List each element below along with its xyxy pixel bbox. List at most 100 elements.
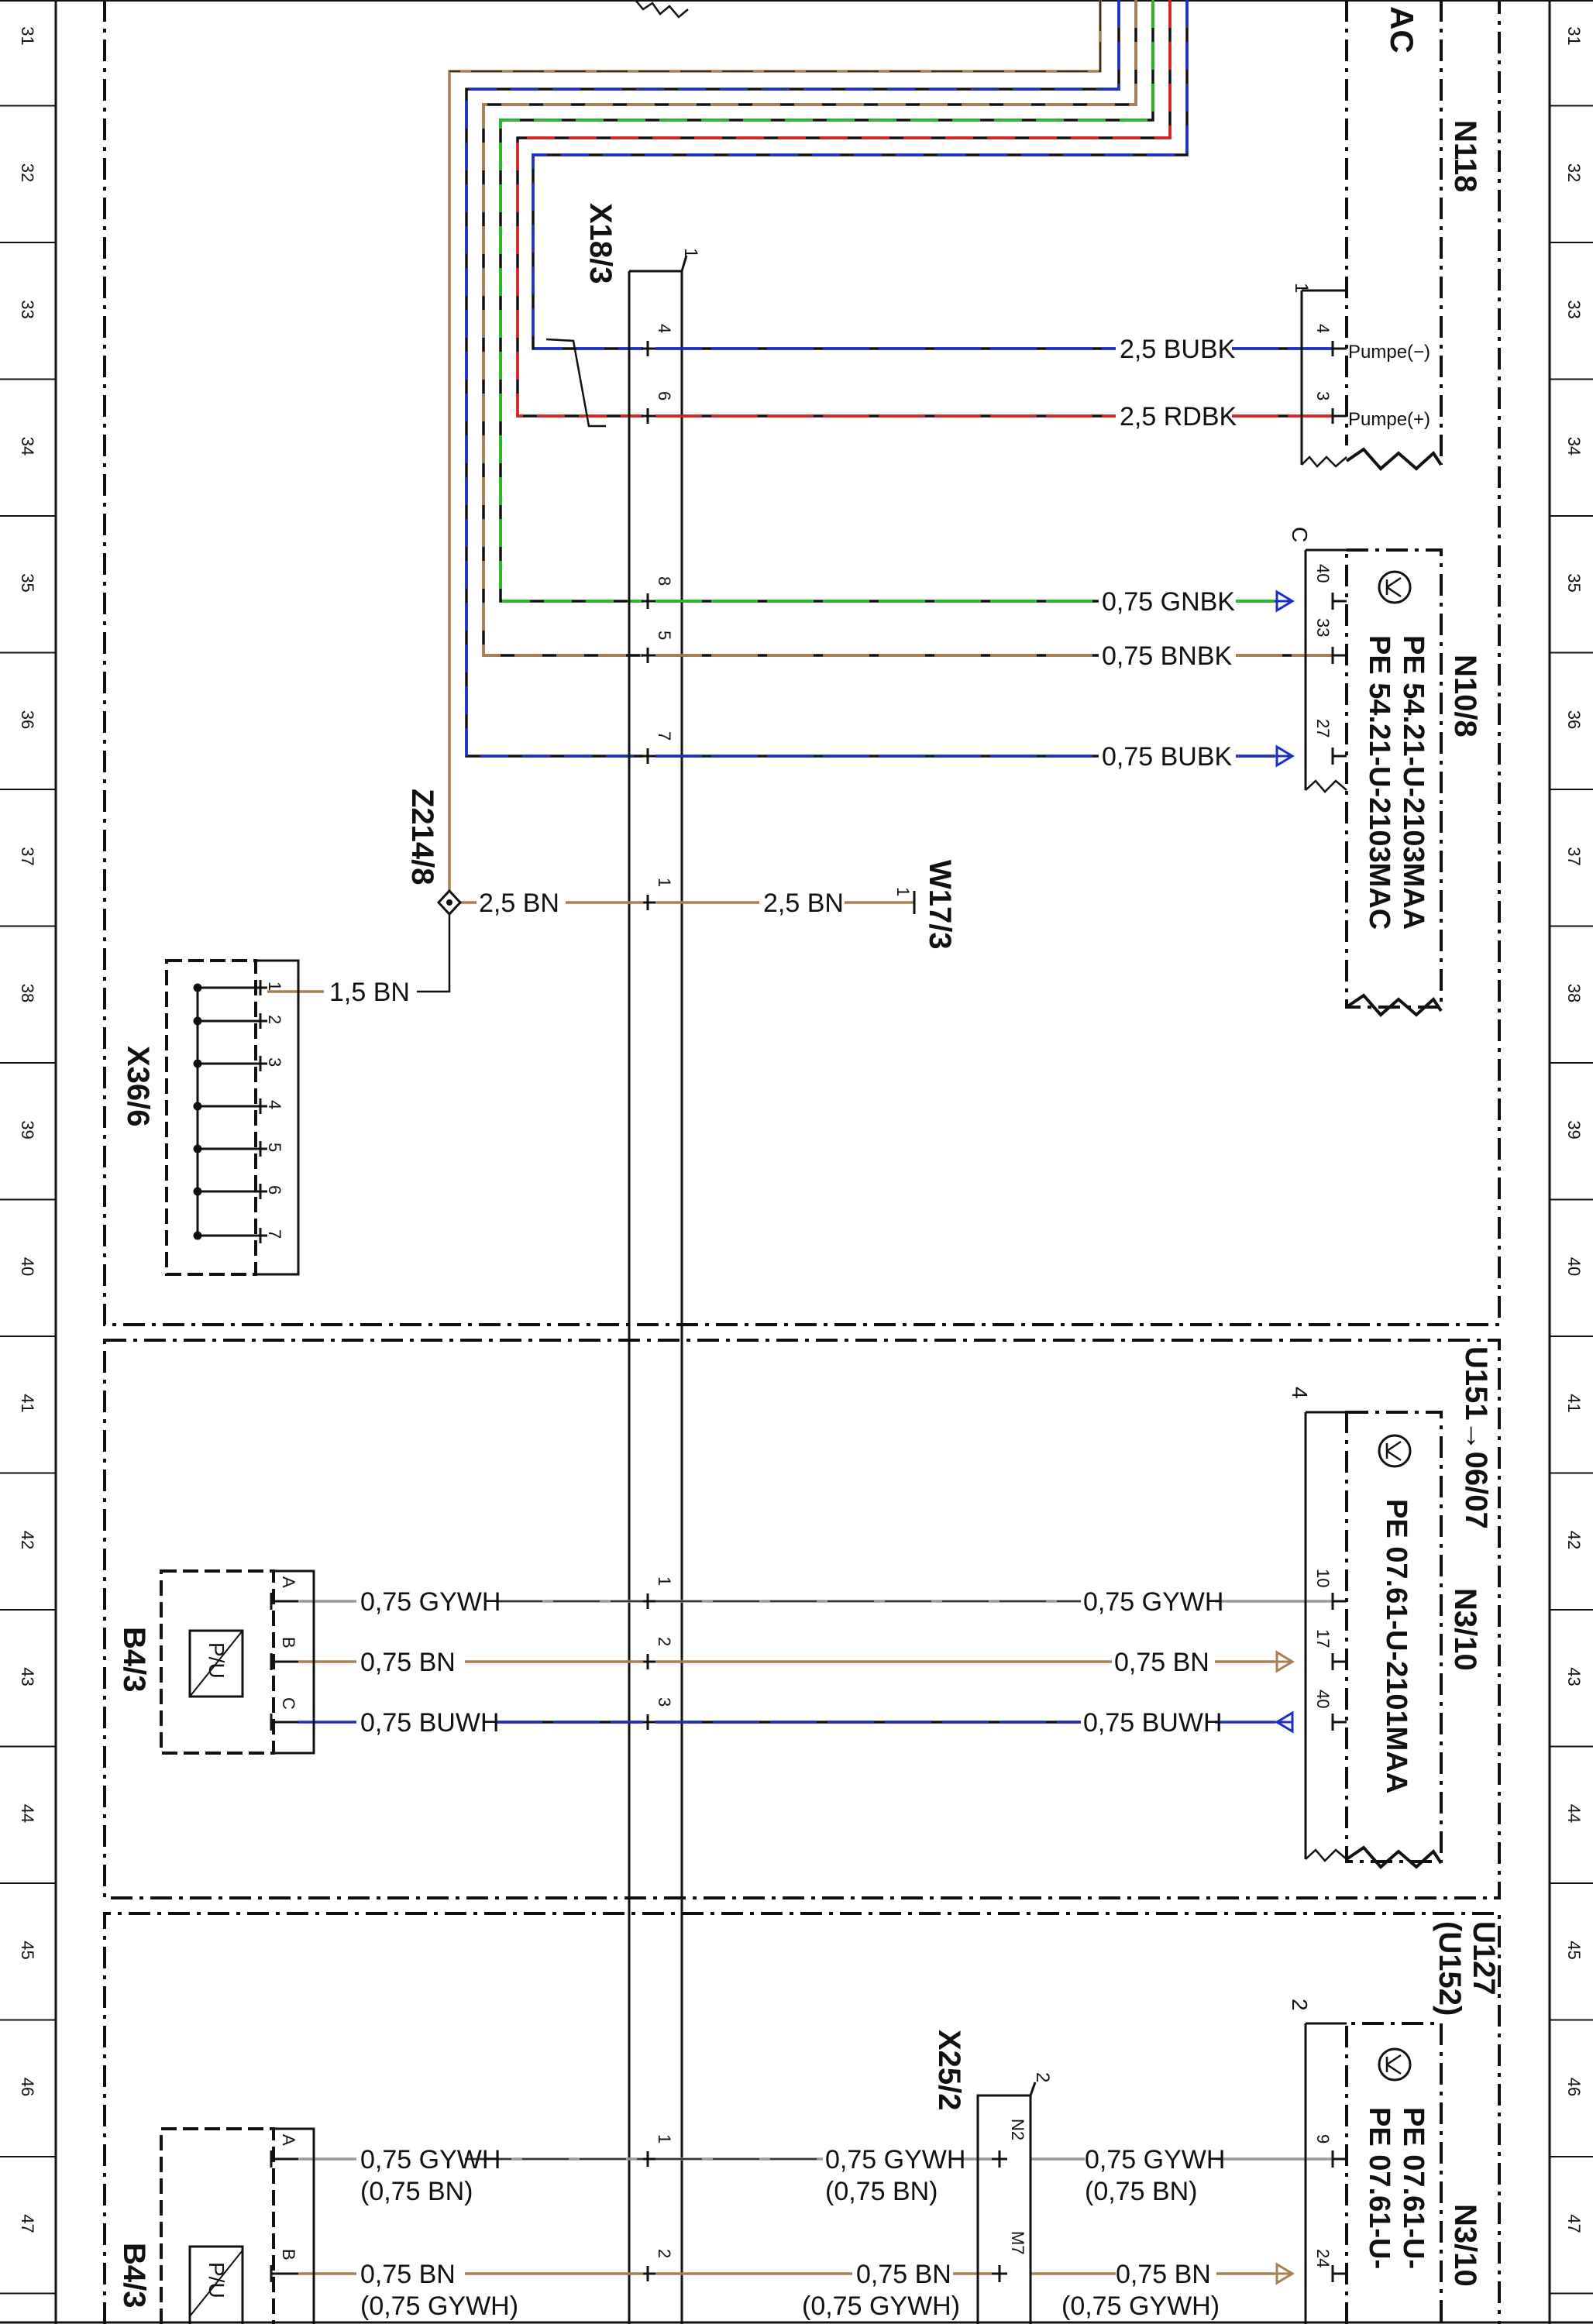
wire-label-gywh-b3: 0,75 GYWH (1085, 2145, 1225, 2174)
w17-3-pin-label: 1 (893, 887, 913, 896)
b4-3-a-pu: P/U (205, 1642, 229, 1679)
x18-pin-mark (642, 1593, 655, 1609)
ruler-number-left: 39 (18, 1120, 37, 1139)
x18-pin-mark (642, 648, 655, 663)
x25-2-label: X25/2 (932, 2030, 966, 2111)
x36-pin-label: 2 (265, 1015, 284, 1024)
wire-label-bn-25b: 2,5 BN (763, 889, 844, 918)
ruler-number-right: 38 (1564, 984, 1584, 1002)
z214-8-splice (436, 889, 463, 916)
b4-3-sensor-a (160, 1569, 315, 1755)
x36-6-label: X36/6 (121, 1046, 155, 1127)
wire-label-gywh-b2: 0,75 GYWH (825, 2145, 965, 2174)
wire-label-bn-b2: 0,75 BN (856, 2260, 951, 2289)
x18-pin-6: 6 (655, 391, 674, 401)
b4-3-sensor-b (160, 2127, 315, 2324)
n3-10-b-ref2: PE 07.61-U- (1363, 2107, 1395, 2269)
wire-bundle (448, 0, 1189, 899)
b4-3-a-label: B4/3 (117, 1627, 151, 1693)
n10-8-module (1304, 548, 1443, 1017)
ruler-number-right: 33 (1564, 300, 1584, 318)
wire-label-bn-15: 1,5 BN (329, 978, 410, 1007)
w17-3-label: W17/3 (923, 860, 957, 950)
wire-label-bubk-25: 2,5 BUBK (1120, 335, 1236, 364)
x36-row-dot (193, 1231, 202, 1240)
u151-label: U151→06/07 (1459, 1346, 1493, 1529)
n10-8-arrows (1275, 590, 1295, 768)
ruler-number-right: 41 (1564, 1394, 1584, 1412)
ruler-number-right: 34 (1564, 437, 1584, 456)
n10-pin-27: 27 (1313, 719, 1333, 737)
ruler-number-right: 37 (1564, 847, 1584, 865)
ruler-number-right: 47 (1564, 2214, 1584, 2233)
n3-10-a-arrows (1275, 1650, 1295, 1734)
n10-8-label: N10/8 (1448, 655, 1482, 737)
x18-pin-8: 8 (655, 576, 674, 586)
x18-pin-a2: 2 (655, 1637, 674, 1646)
ruler-number-right: 40 (1564, 1257, 1584, 1276)
ruler-number-left: 32 (18, 163, 37, 182)
n118-pin-3: 3 (1313, 391, 1333, 401)
x36-row-dot (193, 1016, 202, 1026)
n10-pin-40: 40 (1313, 564, 1333, 583)
x18-3-label: X18/3 (583, 203, 618, 284)
ruler-number-right: 32 (1564, 163, 1584, 182)
x25-2-connector (976, 2082, 1037, 2324)
x36-pin-label: 6 (265, 1185, 284, 1195)
x36-pin-label: 5 (265, 1143, 284, 1152)
wires-section2 (298, 1600, 1333, 1724)
ruler-number-left: 36 (18, 710, 37, 729)
n3a-pin-10: 10 (1313, 1569, 1333, 1587)
pump-plus-label: Pumpe(+) (1348, 409, 1430, 430)
wire-label-bn-a1: 0,75 BN (360, 1648, 456, 1677)
ruler-number-right: 35 (1564, 573, 1584, 592)
x18-3-connector (628, 255, 688, 2324)
wire-label-bn-b1: 0,75 BN (360, 2260, 456, 2289)
n3b-pin-9: 9 (1313, 2134, 1333, 2144)
wire-label-gywh-b1s: (0,75 BN) (360, 2177, 473, 2206)
wires-section3 (298, 2157, 1333, 2275)
wire-label-bn-b1s: (0,75 GYWH) (360, 2291, 518, 2321)
ruler-number-left: 47 (18, 2214, 37, 2233)
x18-pin-5: 5 (655, 631, 674, 640)
wires-right (267, 347, 1333, 993)
wire-label-bn-a2: 0,75 BN (1114, 1648, 1209, 1677)
ruler-number-left: 40 (18, 1257, 37, 1276)
n10-pin-33: 33 (1313, 618, 1333, 637)
ruler-number-right: 45 (1564, 1941, 1584, 1959)
wire-label-bn-b3: 0,75 BN (1116, 2260, 1211, 2289)
x18-3-pin-label: 1 (680, 248, 701, 258)
x18-pin-mark (642, 1654, 655, 1669)
b4-3-a-pin-a: A (279, 1576, 298, 1588)
n118-label: N118 (1448, 120, 1482, 192)
ruler-number-left: 42 (18, 1531, 37, 1549)
wire-label-rdbk-25: 2,5 RDBK (1120, 402, 1237, 431)
x25-2-pin-m7: M7 (1008, 2231, 1027, 2255)
n3-10-b-label: N3/10 (1448, 2204, 1482, 2287)
z214-8-label: Z214/8 (405, 789, 439, 885)
x36-row-dot (193, 1102, 202, 1111)
wire-label-gywh-b3s: (0,75 BN) (1085, 2177, 1198, 2206)
wire-label-gywh-b2s: (0,75 BN) (825, 2177, 938, 2206)
x36-pin-label: 3 (265, 1057, 284, 1067)
wire-label-bnbk: 0,75 BNBK (1102, 641, 1233, 671)
x36-row-dot (193, 1059, 202, 1068)
x25-2-pin-n2: N2 (1008, 2119, 1027, 2140)
ruler-number-left: 33 (18, 300, 37, 318)
n118-pin-4: 4 (1313, 324, 1333, 333)
x18-pin-mark (642, 2151, 655, 2167)
x18-pin-b1: 1 (655, 2134, 674, 2144)
x36-row-dot (193, 1144, 202, 1153)
x36-row-dot (193, 983, 202, 992)
n3a-pin-40: 40 (1313, 1690, 1333, 1708)
wire-label-bn-b3s: (0,75 GYWH) (1061, 2291, 1220, 2321)
ruler-number-left: 41 (18, 1394, 37, 1412)
x18-pin-b2: 2 (655, 2249, 674, 2258)
n3-10-module-b (1304, 2022, 1443, 2324)
x36-pin-label: 4 (265, 1100, 284, 1109)
x18-pin-a3: 3 (655, 1697, 674, 1707)
ruler-number-left: 44 (18, 1804, 37, 1823)
ac-fragment-label: AC (1384, 6, 1420, 53)
n3-10-a-label: N3/10 (1448, 1588, 1482, 1671)
x36-pin-label: 7 (265, 1229, 284, 1239)
